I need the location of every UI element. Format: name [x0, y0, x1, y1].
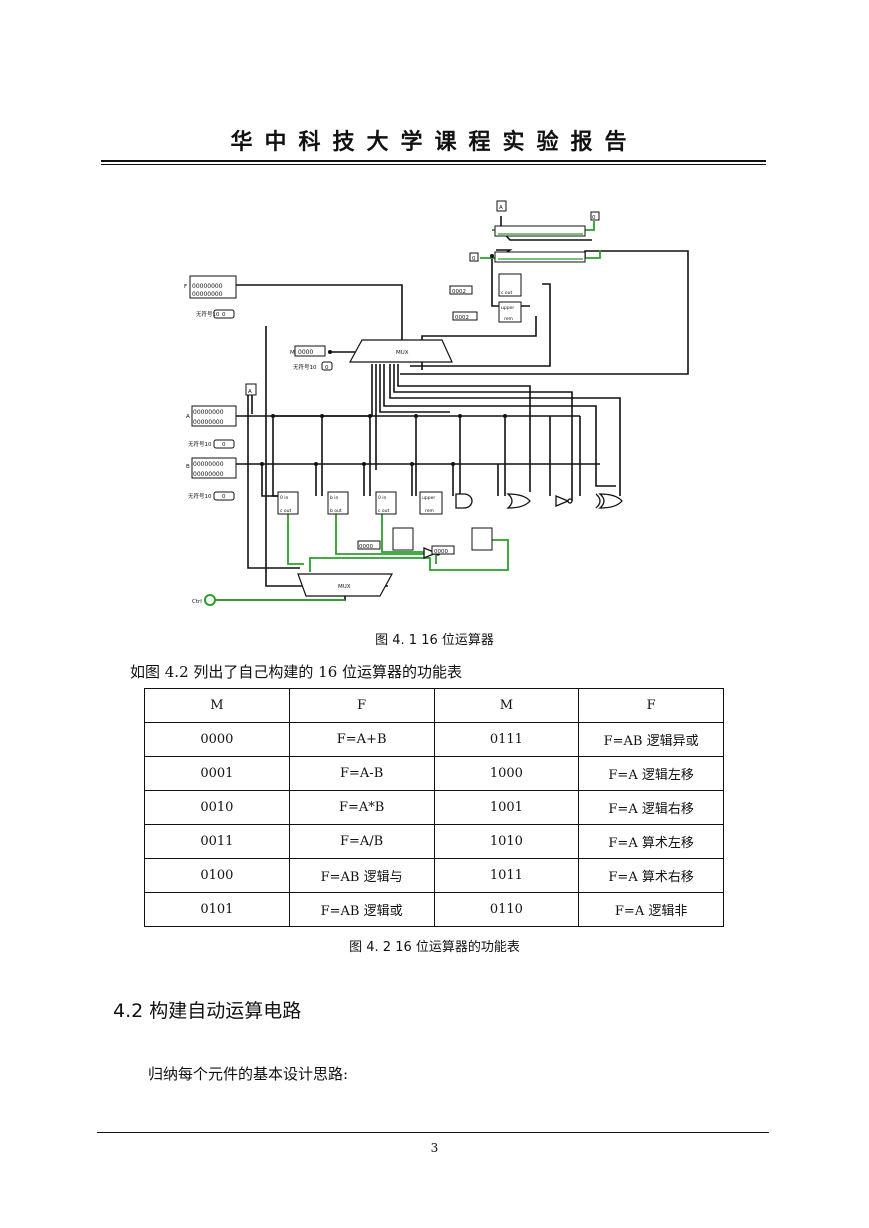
table-row: 0000 F=A+B 0111 F=AB 逻辑异或 — [144, 722, 724, 757]
table-cell: F=A 逻辑右移 — [578, 790, 724, 825]
div-rem: rem — [425, 508, 434, 514]
b-decimal-value: 0 — [222, 494, 226, 500]
a-decimal-value: 0 — [222, 442, 226, 448]
mux-top-label: MUX — [396, 350, 409, 356]
label-f: F — [184, 284, 187, 290]
f-bits-row1: 00000000 — [192, 283, 223, 290]
header-f-2: F — [578, 688, 724, 723]
intro-text: 如图 4.2 列出了自己构建的 16 位运算器的功能表 — [130, 663, 463, 681]
pin-0-top: 0 — [592, 215, 596, 221]
table-cell: F=A 算术右移 — [578, 858, 724, 893]
table-cell: F=A+B — [288, 722, 435, 757]
table-cell: 0101 — [144, 892, 290, 927]
page-header-title: 华中科技大学课程实验报告 — [230, 130, 639, 155]
table-cell: 0000 — [144, 722, 290, 757]
const-0000: 0000 — [359, 544, 373, 550]
table-cell: 0011 — [144, 824, 290, 859]
table-cell: 1010 — [433, 824, 580, 859]
function-table: M F M F 0000 F=A+B 0111 F=AB 逻辑异或 0001 F… — [144, 688, 724, 927]
table-cell: F=A 算术左移 — [578, 824, 724, 859]
pin-0-left: 0 — [472, 256, 476, 262]
a-bits-row2: 00000000 — [193, 419, 224, 426]
const-0002-b: 0002 — [455, 315, 469, 321]
table-cell: 0100 — [144, 858, 290, 893]
f-bits-row2: 00000000 — [192, 291, 223, 298]
unsigned-label-a: 无符号10 — [188, 440, 212, 448]
table-cell: F=AB 逻辑或 — [288, 892, 435, 927]
table-row: 0011 F=A/B 1010 F=A 算术左移 — [144, 824, 724, 859]
pin-a-mid: A — [248, 389, 252, 395]
table-cell: 1000 — [433, 756, 580, 791]
table-header-row: M F M F — [144, 688, 724, 723]
sub-top: b in — [330, 495, 339, 501]
mult-top: 0 in — [378, 495, 387, 501]
table-cell: F=A 逻辑非 — [578, 892, 724, 927]
header-m-1: M — [144, 688, 290, 723]
table-cell: 0110 — [433, 892, 580, 927]
m-decimal-value: 0 — [325, 365, 329, 371]
unsigned-label-b: 无符号10 — [188, 492, 212, 500]
shift-rem: rem — [504, 316, 513, 322]
a-bits-row1: 00000000 — [193, 409, 224, 416]
table-cell: F=A-B — [288, 756, 435, 791]
table-cell: 1011 — [433, 858, 580, 893]
b-bits-row1: 00000000 — [193, 461, 224, 468]
circuit-diagram: F A B M 00000000 00000000 00000000 00000… — [184, 200, 689, 606]
const-0002-a: 0002 — [452, 289, 466, 295]
shift-out: c out — [501, 290, 513, 296]
footer-rule — [97, 1132, 769, 1133]
b-bits-row2: 00000000 — [193, 471, 224, 478]
header-f-1: F — [288, 688, 435, 723]
table-cell: F=A*B — [288, 790, 435, 825]
f-decimal-value: 0 — [222, 312, 226, 318]
section-heading: 4.2 构建自动运算电路 — [113, 1000, 302, 1022]
label-b: B — [186, 464, 190, 470]
table-cell: 1001 — [433, 790, 580, 825]
table-cell: 0010 — [144, 790, 290, 825]
table-cell: F=AB 逻辑异或 — [578, 722, 724, 757]
table-cell: F=AB 逻辑与 — [288, 858, 435, 893]
adder-bottom: c out — [280, 508, 292, 514]
label-a: A — [186, 414, 190, 420]
sub-bottom: b out — [330, 508, 342, 514]
table-cell: 0001 — [144, 756, 290, 791]
const-0000-b: 0000 — [434, 549, 448, 555]
body-paragraph: 归纳每个元件的基本设计思路: — [148, 1065, 349, 1083]
page-number: 3 — [430, 1141, 439, 1155]
m-bits: 0000 — [298, 349, 313, 356]
ctrl-label: Ctrl — [192, 599, 202, 605]
pin-a-top: A — [499, 205, 503, 211]
table-row: 0001 F=A-B 1000 F=A 逻辑左移 — [144, 756, 724, 791]
div-upper: upper — [422, 495, 435, 501]
header-rule-thin — [101, 164, 766, 165]
unsigned-label-f: 无符号10 — [196, 310, 220, 318]
table-cell: F=A 逻辑左移 — [578, 756, 724, 791]
table-row: 0010 F=A*B 1001 F=A 逻辑右移 — [144, 790, 724, 825]
shift-upper: upper — [501, 305, 514, 311]
unsigned-label-m: 无符号10 — [293, 363, 317, 371]
table-cell: 0111 — [433, 722, 580, 757]
adder-top: 0 in — [280, 495, 289, 501]
header-m-2: M — [433, 688, 580, 723]
mux-bottom-label: MUX — [338, 584, 351, 590]
table-row: 0101 F=AB 逻辑或 0110 F=A 逻辑非 — [144, 892, 724, 927]
label-m: M — [290, 350, 295, 356]
mult-bottom: c out — [378, 508, 390, 514]
table-caption: 图 4. 2 16 位运算器的功能表 — [349, 940, 520, 955]
header-rule-thick — [101, 160, 766, 162]
table-row: 0100 F=AB 逻辑与 1011 F=A 算术右移 — [144, 858, 724, 893]
table-cell: F=A/B — [288, 824, 435, 859]
figure-caption: 图 4. 1 16 位运算器 — [375, 633, 494, 648]
